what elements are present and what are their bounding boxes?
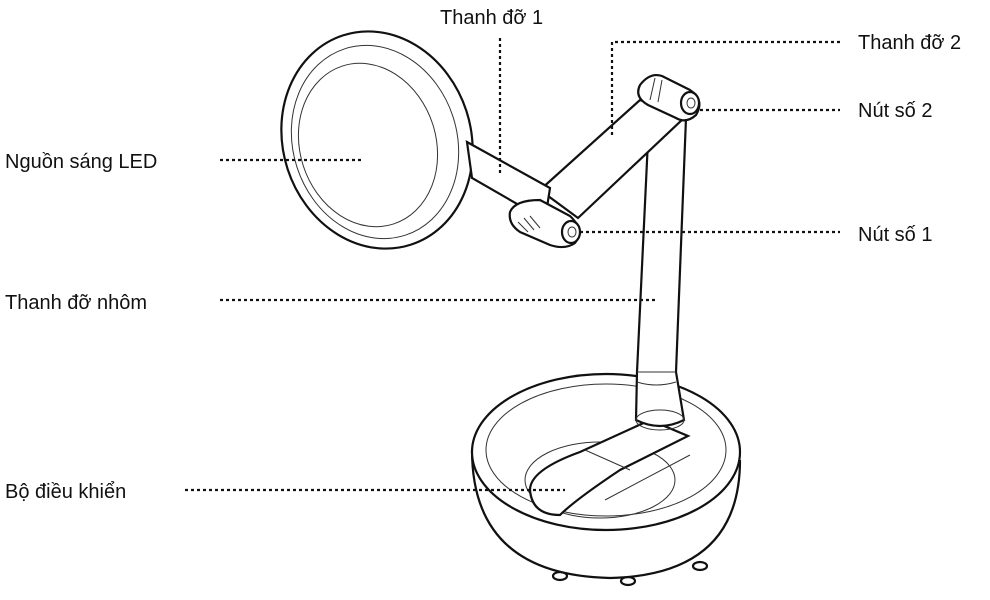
label-aluminum-bar: Thanh đỡ nhôm	[5, 292, 148, 314]
controller-pad	[528, 418, 691, 517]
led-light-head	[280, 30, 474, 250]
label-support-bar-2: Thanh đỡ 2	[858, 32, 962, 54]
label-controller: Bộ điều khiển	[5, 481, 127, 503]
joint-1	[508, 198, 582, 249]
label-support-bar-1: Thanh đỡ 1	[440, 7, 544, 29]
aluminum-pole	[634, 117, 688, 431]
leader-lines	[185, 38, 840, 492]
label-knob-2: Nút số 2	[858, 100, 933, 122]
leader-support-bar-2	[610, 40, 840, 135]
label-led-light: Nguồn sáng LED	[5, 151, 158, 173]
label-knob-1: Nút số 1	[858, 224, 933, 246]
joint-2	[637, 73, 701, 122]
